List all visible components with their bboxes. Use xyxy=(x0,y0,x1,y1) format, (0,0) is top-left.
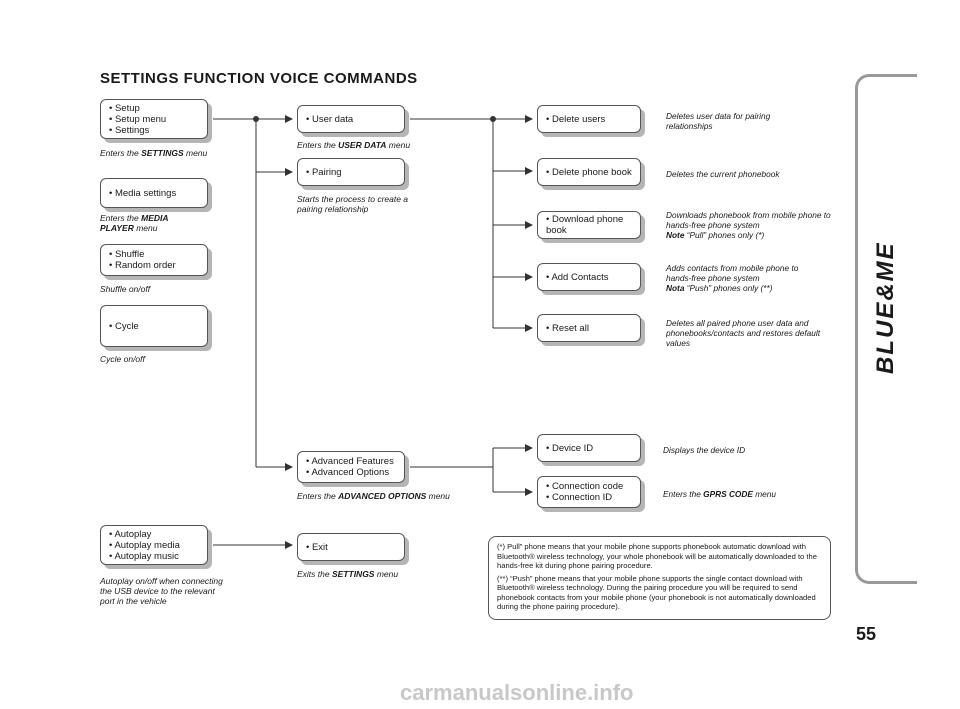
note-label: Note xyxy=(666,230,685,240)
caption-advanced: Enters the ADVANCED OPTIONS menu xyxy=(297,491,450,501)
caption-shuffle: Shuffle on/off xyxy=(100,284,151,294)
desc-text: Adds contacts from mobile phone to hands… xyxy=(666,263,799,283)
desc-download-phone-book: Downloads phonebook from mobile phone to… xyxy=(666,210,836,240)
cmd-box-pairing: • Pairing xyxy=(297,158,405,186)
caption-cycle: Cycle on/off xyxy=(100,354,145,364)
cmd-box-exit: • Exit xyxy=(297,533,405,561)
note-label: Nota xyxy=(666,283,685,293)
cmd-box-reset-all: • Reset all xyxy=(537,314,641,342)
caption-autoplay: Autoplay on/off when connecting the USB … xyxy=(100,576,223,606)
cmd-box-delete-phone-book: • Delete phone book xyxy=(537,158,641,186)
cmd-box-autoplay: • Autoplay • Autoplay media • Autoplay m… xyxy=(100,525,208,565)
desc-text: Downloads phonebook from mobile phone to… xyxy=(666,210,831,230)
cmd-line: • Setup xyxy=(109,102,140,114)
cmd-line: • Delete phone book xyxy=(546,166,632,178)
watermark: carmanualsonline.info xyxy=(400,680,634,705)
cmd-line: • Advanced Features xyxy=(306,456,394,467)
cmd-line: • Media settings xyxy=(109,187,177,199)
cmd-line: • Setup menu xyxy=(109,113,167,125)
cmd-box-download-phone-book: • Download phone book xyxy=(537,211,641,239)
caption-exit: Exits the SETTINGS menu xyxy=(297,569,399,579)
cmd-line: • Connection code xyxy=(546,481,624,492)
cmd-line: • Random order xyxy=(109,260,176,271)
caption-pairing: Starts the process to create a pairing r… xyxy=(297,194,409,214)
cmd-line: • Cycle xyxy=(109,320,139,332)
caption-setup: Enters the SETTINGS menu xyxy=(100,148,208,158)
caption-media-settings: Enters the MEDIA PLAYER menu xyxy=(100,213,169,233)
footnote-push: (**) “Push” phone means that your mobile… xyxy=(497,573,816,612)
cmd-line: • Add Contacts xyxy=(546,271,609,283)
desc-delete-phone-book: Deletes the current phonebook xyxy=(666,169,780,179)
page-title: SETTINGS FUNCTION VOICE COMMANDS xyxy=(100,70,418,87)
cmd-box-add-contacts: • Add Contacts xyxy=(537,263,641,291)
cmd-box-delete-users: • Delete users xyxy=(537,105,641,133)
cmd-line: • Connection ID xyxy=(546,492,613,503)
cmd-line: • Shuffle xyxy=(109,249,145,260)
cmd-box-connection-code: • Connection code • Connection ID xyxy=(537,476,641,508)
desc-delete-users: Deletes user data for pairing relationsh… xyxy=(666,111,771,131)
cmd-line: • Download phone book xyxy=(546,214,624,236)
cmd-line: • User data xyxy=(306,113,354,125)
desc-connection-code: Enters the GPRS CODE menu xyxy=(663,489,776,499)
footnote-pull: (*) Pull” phone means that your mobile p… xyxy=(497,542,817,570)
desc-device-id: Displays the device ID xyxy=(663,445,746,455)
cmd-line: • Autoplay media xyxy=(109,539,180,551)
footnote-box: (*) Pull” phone means that your mobile p… xyxy=(488,536,831,620)
cmd-box-cycle: • Cycle xyxy=(100,305,208,347)
cmd-box-media-settings: • Media settings xyxy=(100,178,208,208)
cmd-box-user-data: • User data xyxy=(297,105,405,133)
note-text: “Push” phones only (**) xyxy=(684,283,773,293)
desc-reset-all: Deletes all paired phone user data and p… xyxy=(666,318,821,348)
caption-user-data: Enters the USER DATA menu xyxy=(297,140,411,150)
cmd-line: • Settings xyxy=(109,124,150,136)
cmd-line: • Pairing xyxy=(306,166,342,178)
cmd-line: • Autoplay music xyxy=(109,550,179,562)
cmd-line: • Delete users xyxy=(546,113,606,125)
cmd-line: • Device ID xyxy=(546,442,594,454)
cmd-line: • Advanced Options xyxy=(306,467,390,478)
cmd-box-shuffle: • Shuffle • Random order xyxy=(100,244,208,276)
cmd-box-device-id: • Device ID xyxy=(537,434,641,462)
cmd-line: • Reset all xyxy=(546,322,589,334)
cmd-box-setup: • Setup • Setup menu • Settings xyxy=(100,99,208,139)
desc-add-contacts: Adds contacts from mobile phone to hands… xyxy=(666,263,816,293)
page-number: 55 xyxy=(856,624,877,644)
sidebar-frame xyxy=(855,74,917,584)
cmd-line: • Autoplay xyxy=(109,528,152,540)
note-text: “Pull” phones only (*) xyxy=(684,230,765,240)
cmd-line: • Exit xyxy=(306,541,328,553)
cmd-box-advanced: • Advanced Features • Advanced Options xyxy=(297,451,405,483)
blue-and-me-logo: BLUE&ME xyxy=(872,241,899,374)
